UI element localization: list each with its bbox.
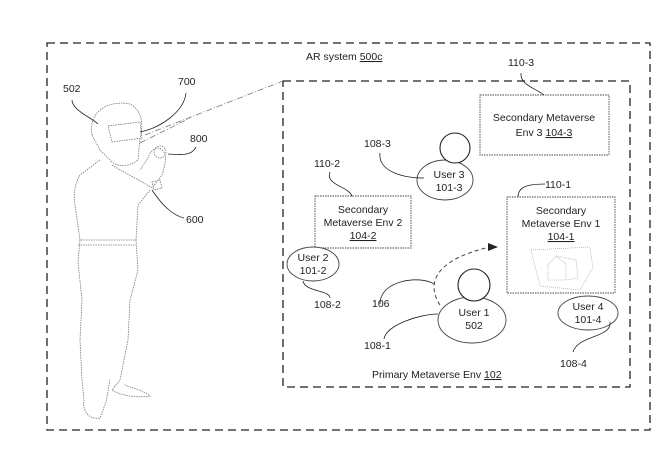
secondary-env-2-line1: Secondary: [338, 204, 389, 216]
callout-leader-106: [379, 279, 435, 305]
user-3-head: [439, 132, 471, 164]
user-2-body: [286, 246, 340, 282]
user-2-id: 101-2: [300, 265, 327, 277]
user-4-id: 101-4: [575, 314, 602, 326]
user-1-id: 502: [465, 320, 483, 332]
callout-leader-110-2: [328, 171, 353, 197]
callout-leader-502: [71, 99, 99, 125]
callout-108-3: 108-3: [364, 138, 391, 150]
user-1-head: [457, 268, 491, 302]
secondary-env-1-line1: Secondary: [536, 205, 587, 217]
projection-line-bottom: [139, 117, 191, 144]
person-figure: [73, 102, 167, 419]
secondary-env-1-box: [506, 196, 616, 294]
secondary-env-1-line2: Metaverse Env 1: [522, 218, 601, 230]
user-4-body: [557, 295, 619, 331]
secondary-env-3-line1: Secondary Metaverse: [493, 112, 595, 124]
callout-106: 106: [372, 298, 390, 310]
transition-arrow: [433, 246, 491, 306]
callout-108-1: 108-1: [364, 340, 391, 352]
transition-arrowhead-icon: [488, 243, 498, 251]
callout-110-1: 110-1: [545, 179, 571, 191]
callout-leader-108-2: [302, 280, 331, 299]
callout-108-2: 108-2: [314, 299, 341, 311]
user-4-name: User 4: [573, 301, 604, 313]
secondary-env-2-line2: Metaverse Env 2: [324, 217, 403, 229]
secondary-env-3-line2: Env 3 104-3: [516, 127, 573, 139]
callout-leader-108-3: [379, 152, 425, 179]
ar-system-boundary: [46, 42, 651, 431]
callout-leader-110-3: [520, 72, 545, 96]
user-3-body: [416, 159, 474, 201]
callout-108-4: 108-4: [560, 358, 587, 370]
ar-system-label: AR system 500c: [306, 51, 382, 63]
projection-line-top: [144, 80, 284, 136]
callout-headset-700: 700: [178, 76, 196, 88]
callout-watch-600: 600: [186, 214, 204, 226]
secondary-env-1-ref: 104-1: [548, 231, 575, 243]
user-3-name: User 3: [434, 169, 465, 181]
callout-110-2: 110-2: [314, 158, 340, 170]
callout-user-502: 502: [63, 83, 81, 95]
virtual-house-icon: [530, 246, 594, 291]
user-2-name: User 2: [298, 252, 329, 264]
callout-110-3: 110-3: [508, 57, 534, 69]
secondary-env-3-box: [479, 94, 610, 156]
callout-leader-700: [139, 92, 187, 133]
callout-leader-110-1: [517, 183, 546, 198]
primary-metaverse-env-boundary: [282, 80, 631, 388]
callout-leader-108-1: [383, 313, 439, 340]
callout-leader-600: [151, 189, 185, 219]
user-3-id: 101-3: [436, 182, 463, 194]
primary-metaverse-env-label: Primary Metaverse Env 102: [372, 369, 502, 381]
secondary-env-2-ref: 104-2: [350, 230, 377, 242]
user-1-name: User 1: [459, 307, 490, 319]
callout-controller-800: 800: [190, 133, 208, 145]
callout-leader-800: [167, 146, 197, 155]
callout-leader-108-4: [572, 321, 611, 353]
secondary-env-2-box: [314, 195, 412, 249]
